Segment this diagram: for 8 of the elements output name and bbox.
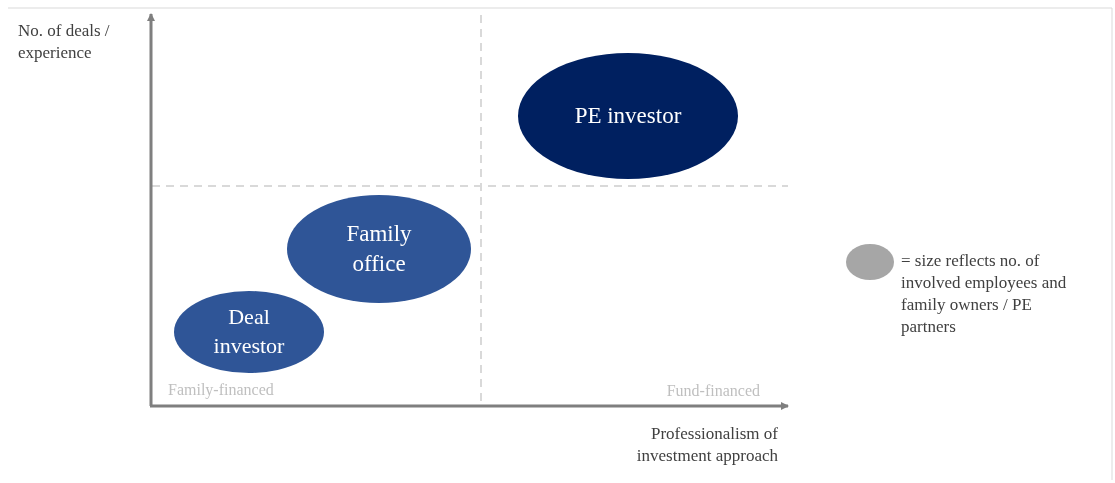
node-label: Family office [345, 220, 413, 278]
node-label: PE investor [573, 102, 683, 131]
node-label: Deal investor [212, 303, 286, 360]
axis-label: No. of deals / experience [18, 20, 111, 65]
axis-label: Professionalism of investment approach [635, 423, 778, 468]
legend-text: = size reflects no. of involved employees and family owners / PE partners [901, 250, 1068, 339]
quadrant-label: Fund-financed [665, 381, 760, 401]
quadrant-label: Family-financed [168, 380, 275, 401]
